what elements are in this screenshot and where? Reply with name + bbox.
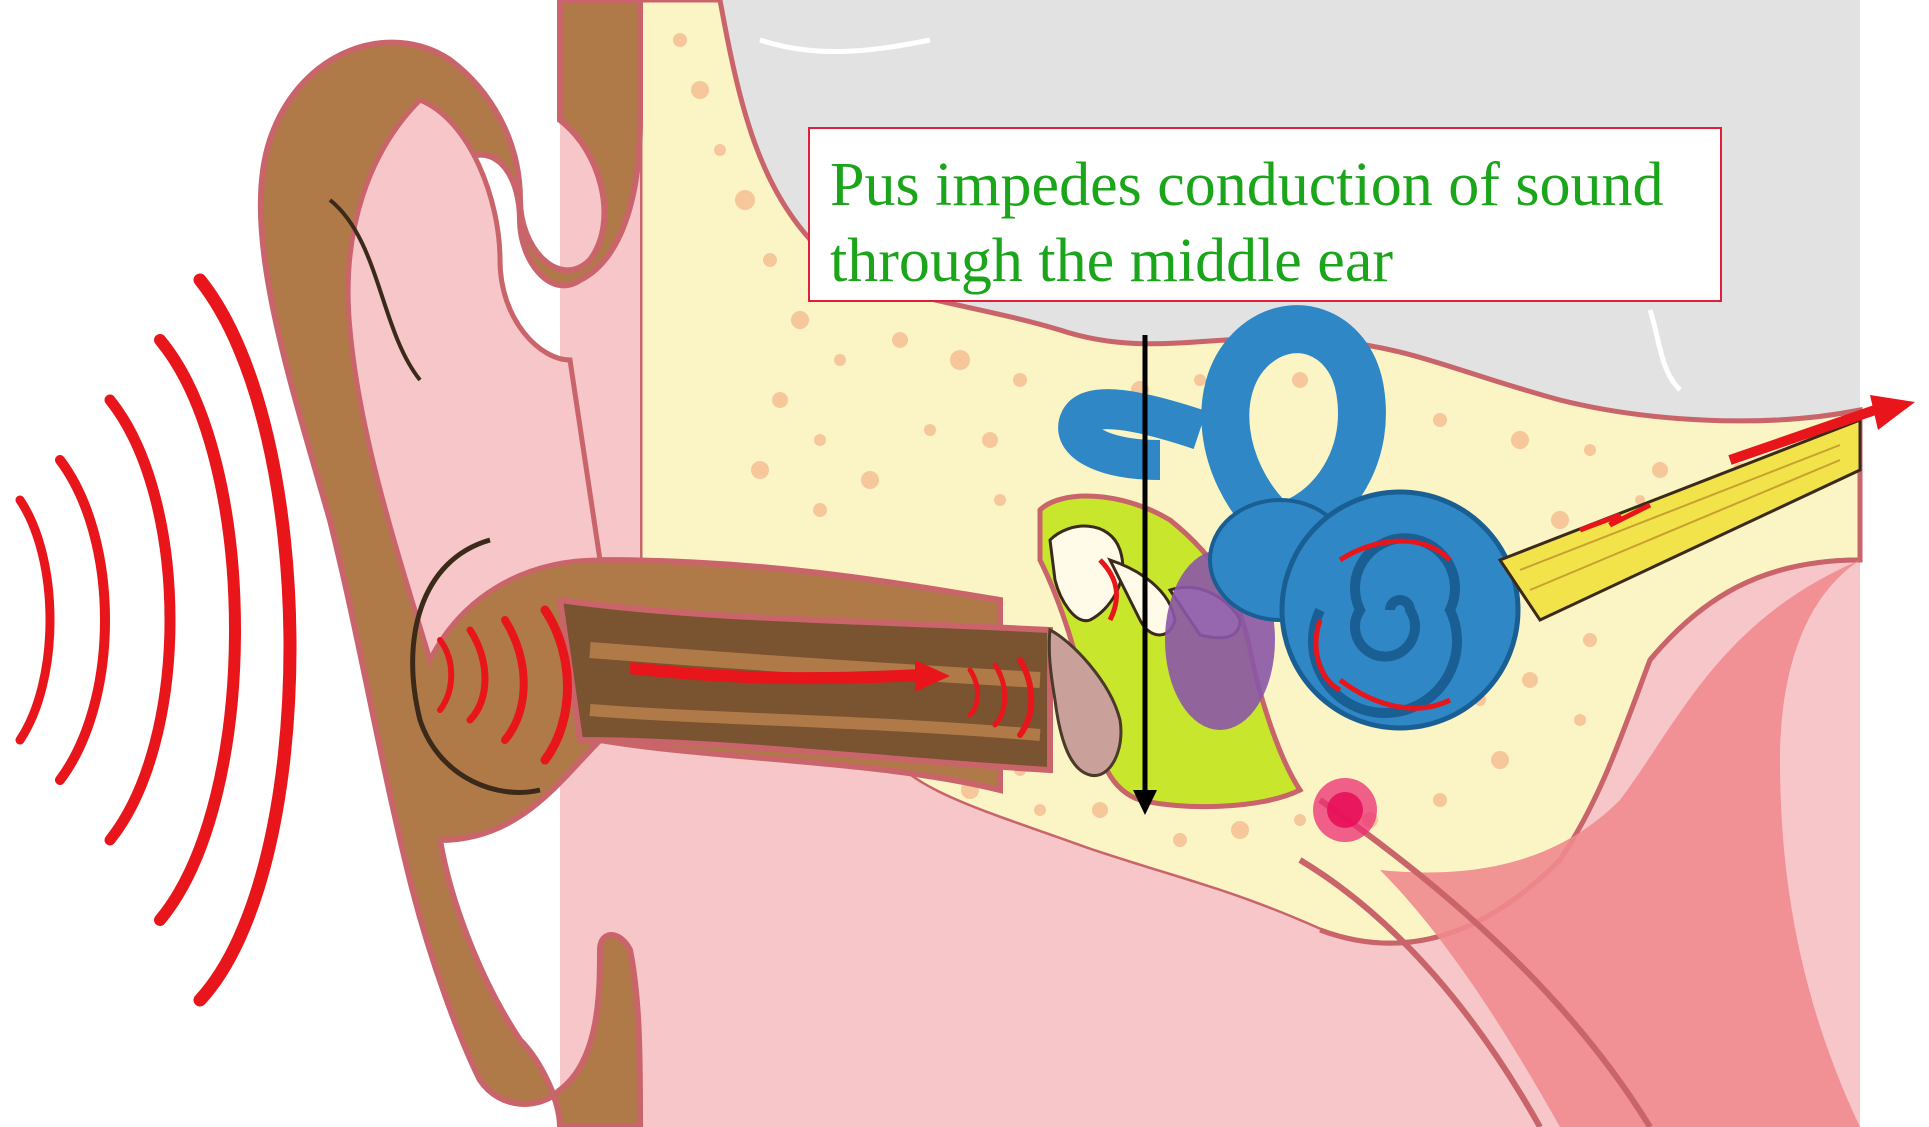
callout-line-2: through the middle ear bbox=[830, 223, 1700, 299]
callout-box: Pus impedes conduction of sound through … bbox=[808, 127, 1722, 302]
sound-wave-icon bbox=[20, 280, 290, 1000]
callout-line-1: Pus impedes conduction of sound bbox=[830, 147, 1700, 223]
cochlea bbox=[1282, 492, 1518, 728]
